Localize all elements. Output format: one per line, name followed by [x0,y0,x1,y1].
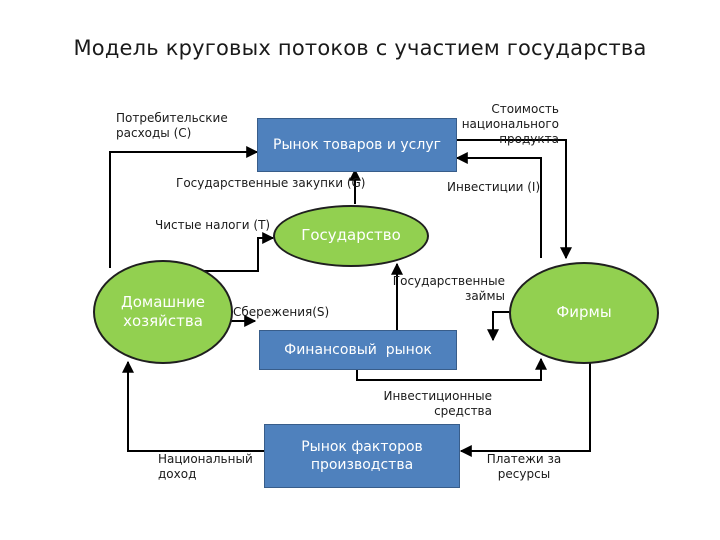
government-ellipse: Государство [273,205,429,267]
goods-market-box: Рынок товаров и услуг [257,118,457,172]
firms-ellipse: Фирмы [509,262,659,364]
savings-label: Сбережения(S) [233,305,330,319]
arrow-resource-payments [459,363,591,457]
investment-label: Инвестиции (I) [447,180,541,194]
resource-payments-label: Платежи за ресурсы [486,452,562,481]
net-taxes-label: Чистые налоги (T) [155,218,271,232]
financial-market-box: Финансовый рынок [259,330,457,370]
factor-market-box: Рынок факторов производства [264,424,460,488]
arrow-consumer-spending [109,146,259,268]
national-income-label: Национальный доход [158,452,253,481]
arrow-gdp-value [457,139,572,260]
arrow-firms-finance [487,311,513,342]
consumer-spending-label: Потребительские расходы (C) [116,111,228,140]
households-ellipse: Домашние хозяйства [93,260,233,364]
gdp-value-label: Стоимость национального продукта [461,102,559,146]
investment-funds-label: Инвестиционные средства [383,389,492,418]
arrow-investment-funds [356,357,547,381]
arrow-national-income [122,360,264,452]
gov-borrowing-label: Государственные займы [392,274,505,303]
arrow-investment [455,152,542,258]
page-title: Модель круговых потоков с участием госуд… [73,36,647,60]
gov-purchases-label: Государственные закупки (G) [176,176,366,190]
arrow-net-taxes [165,232,275,272]
